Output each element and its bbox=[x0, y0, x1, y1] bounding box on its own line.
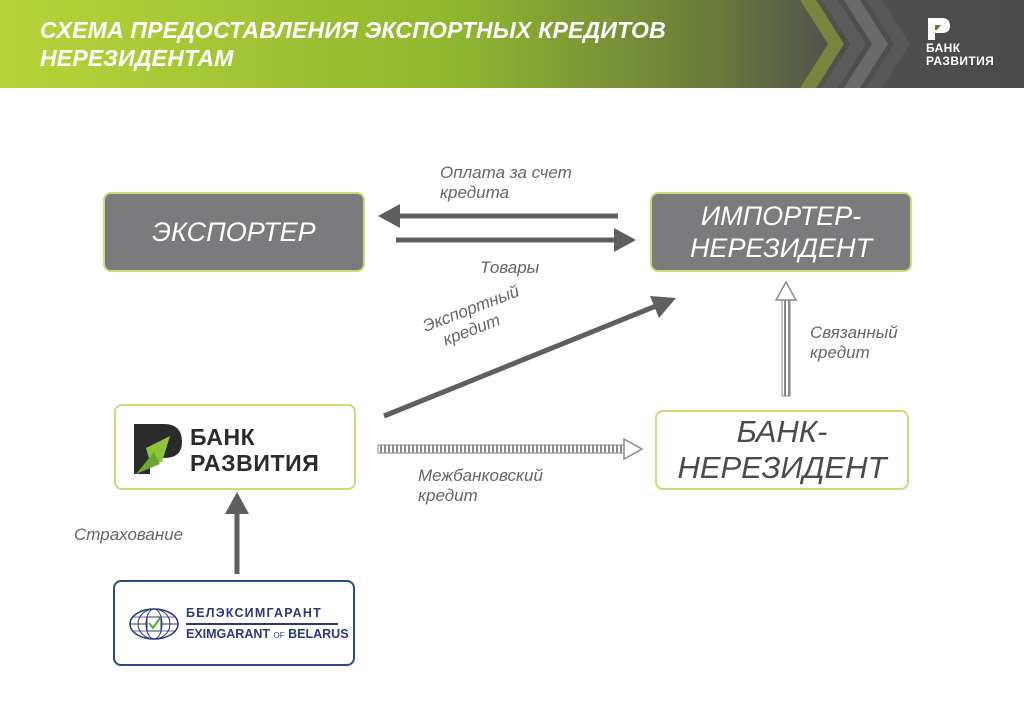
chevron-shape bbox=[866, 0, 910, 88]
bank-nonresident-box: БАНК- НЕРЕЗИДЕНТ bbox=[655, 410, 909, 490]
goods-arrow bbox=[396, 228, 636, 252]
importer-box: ИМПОРТЕР- НЕРЕЗИДЕНТ bbox=[650, 192, 912, 272]
header-chevrons bbox=[800, 0, 910, 88]
export-credit-arrow bbox=[383, 296, 676, 419]
payment-label: Оплата за счет кредита bbox=[440, 163, 572, 202]
insurance-arrow bbox=[225, 492, 249, 574]
page-title: СХЕМА ПРЕДОСТАВЛЕНИЯ ЭКСПОРТНЫХ КРЕДИТОВ… bbox=[40, 17, 666, 71]
exporter-box: ЭКСПОРТЕР bbox=[103, 192, 365, 272]
interbank-credit-arrow bbox=[377, 437, 644, 461]
bank-development-logo: БАНК РАЗВИТИЯ bbox=[132, 422, 342, 476]
header-brand-text: БАНК РАЗВИТИЯ bbox=[926, 41, 995, 68]
payment-arrow bbox=[378, 204, 618, 228]
goods-label: Товары bbox=[480, 258, 540, 277]
chevron-shape bbox=[844, 0, 888, 88]
eximgarant-text: БЕЛЭКСИМГАРАНТ EXIMGARANT OF BELARUS bbox=[186, 606, 349, 641]
bank-logo-icon bbox=[928, 18, 950, 40]
chevron-shape bbox=[822, 0, 866, 88]
interbank-credit-label: Межбанковский кредит bbox=[418, 466, 543, 505]
eximgarant-divider bbox=[186, 623, 338, 625]
bank-logo-icon bbox=[134, 424, 182, 474]
bank-logo-text: БАНК РАЗВИТИЯ bbox=[190, 424, 320, 476]
insurance-label: Страхование bbox=[74, 525, 184, 544]
header-brand-logo: БАНК РАЗВИТИЯ bbox=[922, 16, 1018, 72]
globe-icon bbox=[129, 608, 179, 640]
chevron-shape bbox=[800, 0, 844, 88]
header-bar: СХЕМА ПРЕДОСТАВЛЕНИЯ ЭКСПОРТНЫХ КРЕДИТОВ… bbox=[0, 0, 1024, 88]
tied-credit-arrow bbox=[774, 280, 798, 397]
tied-credit-label: Связанный кредит bbox=[810, 323, 898, 362]
eximgarant-logo: БЕЛЭКСИМГАРАНТ EXIMGARANT OF BELARUS bbox=[128, 604, 349, 644]
